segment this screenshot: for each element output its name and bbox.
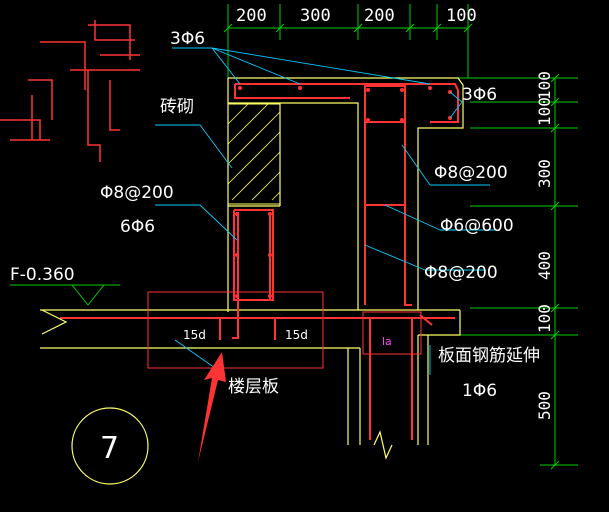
anchor-right-label: 15d <box>285 328 308 342</box>
slab-bar-label: 1Φ6 <box>462 381 497 401</box>
top-right-rebar-label: 3Φ6 <box>462 85 497 105</box>
top-left-rebar-label: 3Φ6 <box>170 29 205 49</box>
detail-number: 7 <box>100 431 119 466</box>
la-label: la <box>382 335 392 348</box>
right-dim-6: 500 <box>535 391 554 420</box>
anchor-zone-boxes <box>147 291 422 369</box>
tie-right-label: Φ6@600 <box>440 216 514 236</box>
masonry-hatch <box>227 103 281 205</box>
top-dim-4: 100 <box>446 6 477 26</box>
right-dim-2: 100 <box>535 97 554 126</box>
right-dimension-lines <box>440 73 578 470</box>
elevation-marker <box>10 284 120 335</box>
top-dim-2: 300 <box>300 6 331 26</box>
top-dim-3: 200 <box>364 6 395 26</box>
right-dim-5: 100 <box>535 304 554 333</box>
stirrup-right-2-label: Φ8@200 <box>424 263 498 283</box>
right-dim-3: 300 <box>535 159 554 188</box>
rebar-dots <box>235 86 452 298</box>
right-dim-1: 100 <box>535 71 554 100</box>
anchor-left-label: 15d <box>183 328 206 342</box>
right-dim-4: 400 <box>535 251 554 280</box>
leader-lines <box>155 47 495 375</box>
top-dimension-lines <box>223 4 473 78</box>
masonry-label: 砖砌 <box>160 97 194 117</box>
elevation-label: F-0.360 <box>10 265 75 285</box>
slab-extend-label: 板面钢筋延伸 <box>438 346 540 366</box>
adjacent-detail-fragment <box>0 20 140 162</box>
stirrup-right-1-label: Φ8@200 <box>434 163 508 183</box>
long-bar-left-label: 6Φ6 <box>120 217 155 237</box>
detail-number-circle <box>71 407 149 485</box>
floor-slab-label: 楼层板 <box>228 377 279 397</box>
stirrup-left-label: Φ8@200 <box>100 183 174 203</box>
concrete-outline <box>40 77 464 460</box>
top-dim-1: 200 <box>236 6 267 26</box>
annotation-arrow[interactable] <box>198 352 226 462</box>
